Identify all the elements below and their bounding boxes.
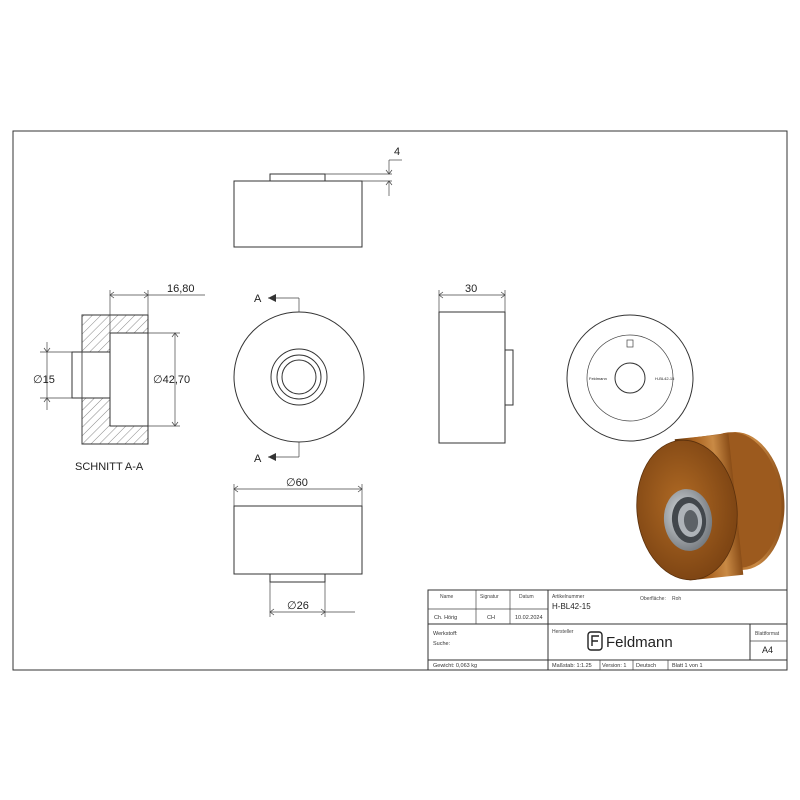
back-outer-circle (566, 314, 694, 442)
tb-manufacturer-label: Hersteller (552, 629, 574, 635)
front-bearing-outer (276, 354, 322, 400)
back-hub-circle (614, 362, 646, 394)
bottom-view-hub (269, 573, 326, 583)
top-view: 4 (233, 146, 402, 248)
back-label-left: Feldmann (589, 376, 607, 381)
tb-header-signature: Signatur (480, 594, 499, 600)
tb-date: 10.02.2024 (515, 615, 543, 621)
sheet-border (12, 130, 788, 671)
tb-article-number: H-BL42-15 (552, 602, 591, 611)
bottom-view-body (233, 505, 363, 575)
section-marker-top: A (254, 293, 262, 305)
dim-section-small-dia: ∅15 (33, 374, 55, 386)
dim-section-width: 16,80 (167, 283, 195, 295)
section-a-a-view: 16,80 ∅15 ∅42,70 SCHNITT A-A (33, 283, 205, 473)
tb-article-label: Artikelnummer (552, 594, 585, 600)
back-label-right: H-BL42-15 (655, 376, 675, 381)
tb-search-label: Suche: (433, 641, 451, 647)
bottom-view: ∅60 ∅26 (233, 477, 363, 617)
dim-outer-dia: ∅60 (286, 477, 308, 489)
title-block: Name Signatur Datum Ch. Hörig CH 10.02.2… (427, 589, 788, 671)
top-view-body (233, 180, 363, 248)
tb-header-date: Datum (519, 594, 534, 600)
front-bore-circle (281, 359, 317, 395)
front-outer-circle (233, 311, 365, 443)
wheel-3d-render (636, 431, 785, 581)
section-label: SCHNITT A-A (75, 461, 144, 473)
dim-section-large-dia: ∅42,70 (153, 374, 190, 386)
tb-material-label: Werkstoff: (433, 631, 458, 637)
tb-name: Ch. Hörig (434, 615, 457, 621)
tb-weight: Gewicht: 0,063 kg (433, 663, 477, 669)
top-view-hub (269, 173, 326, 182)
side-view-body (438, 311, 506, 444)
front-hub-circle (270, 348, 328, 406)
tb-surface-label: Oberfläche: (640, 596, 666, 602)
dim-hub-height: 4 (394, 146, 400, 158)
tb-surface-value: Roh (672, 596, 681, 602)
back-view: Feldmann H-BL42-15 (566, 314, 694, 442)
tb-signature: CH (487, 615, 495, 621)
logo-text: Feldmann (606, 634, 673, 651)
tb-header-name: Name (440, 594, 454, 600)
back-logo-mark (626, 339, 634, 348)
back-mid-circle (586, 334, 674, 422)
section-hatch-lower (81, 397, 149, 445)
section-small-bore (71, 351, 111, 399)
section-large-bore (109, 332, 149, 427)
tb-language: Deutsch (636, 663, 656, 669)
tb-scale: Maßstab: 1:1.25 (552, 663, 592, 669)
side-view: 30 (438, 283, 514, 444)
tb-version: Version: 1 (602, 663, 626, 669)
tb-format-label: Blattformat (755, 631, 780, 637)
feldmann-logo: Feldmann (587, 631, 673, 651)
dim-hub-dia: ∅26 (287, 600, 309, 612)
dim-side-width: 30 (465, 283, 477, 295)
front-view: A A (233, 293, 365, 465)
tb-sheet: Blatt 1 von 1 (672, 663, 703, 669)
side-view-hub (504, 349, 514, 406)
section-marker-bottom: A (254, 453, 262, 465)
tb-format-value: A4 (762, 645, 773, 655)
